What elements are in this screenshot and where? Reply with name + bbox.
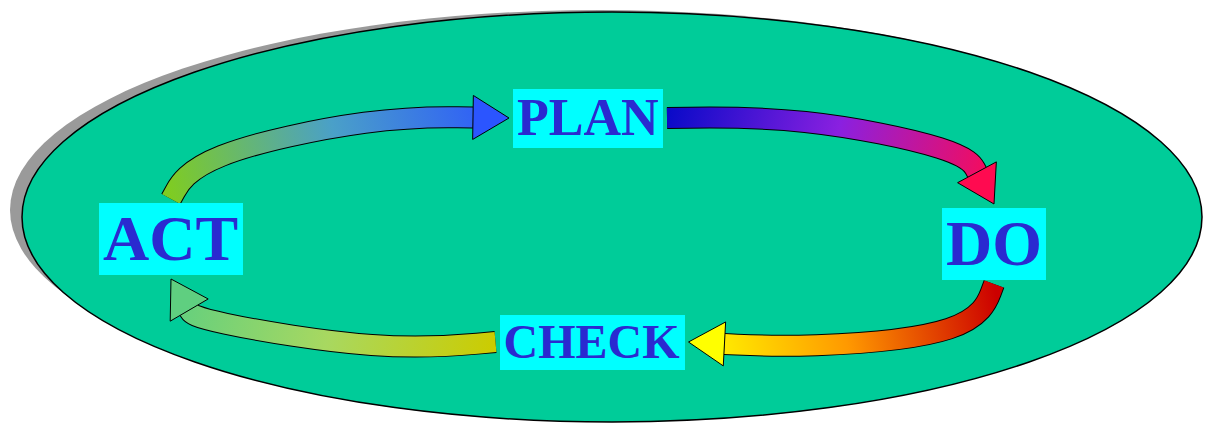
arrow-head <box>473 95 509 139</box>
stage-label-box: ACT <box>99 203 243 275</box>
cycle-arrow <box>171 95 509 199</box>
stage-label-box: CHECK <box>500 315 685 370</box>
arrow-outline <box>171 117 473 199</box>
ellipse-ground <box>22 12 1202 422</box>
arrow-outline <box>667 117 977 172</box>
arrow-outline <box>189 310 495 347</box>
stage-label-box: DO <box>942 208 1046 280</box>
cycle-arrow <box>667 117 996 204</box>
arrow-body <box>667 117 977 172</box>
stage-name: PLAN <box>517 91 659 146</box>
stage-name: ACT <box>103 205 239 272</box>
arrow-head <box>958 162 997 204</box>
stage-label-box: PLAN <box>513 89 663 148</box>
stage-name: DO <box>946 210 1042 277</box>
cycle-arrow <box>689 284 995 366</box>
arrow-body <box>171 117 473 199</box>
cycle-arrow <box>170 279 495 347</box>
arrow-body <box>189 310 495 347</box>
arrow-head <box>170 279 208 321</box>
arrow-outline <box>724 284 994 346</box>
stage-name: CHECK <box>504 317 681 367</box>
arrow-head <box>689 322 726 366</box>
arrow-body <box>724 284 994 346</box>
